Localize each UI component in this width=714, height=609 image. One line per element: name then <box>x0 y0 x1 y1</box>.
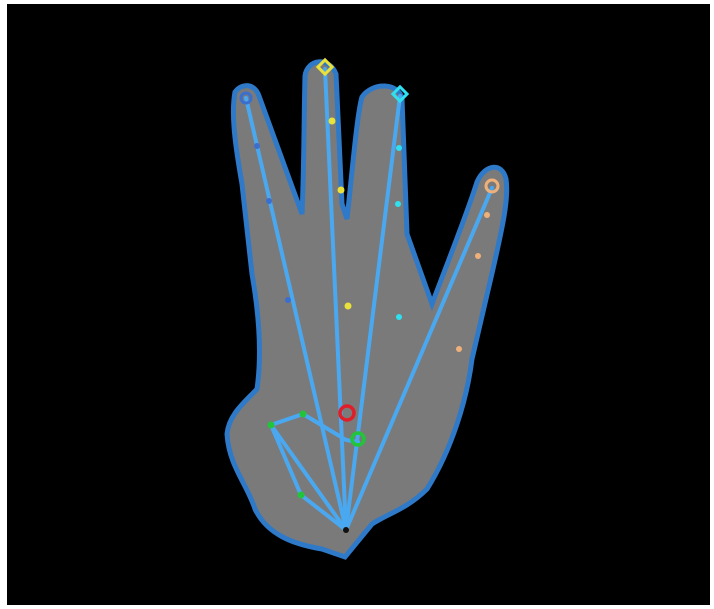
pinky-joint <box>484 212 490 218</box>
ring-joint <box>396 314 402 320</box>
wrist-joint <box>343 527 349 533</box>
hand-skeleton-visualization <box>7 4 710 605</box>
index-joint <box>285 297 291 303</box>
thumb-joint <box>300 411 307 418</box>
pinky-joint <box>475 253 481 259</box>
index-joint <box>266 198 272 204</box>
thumb-joint <box>298 492 305 499</box>
pinky-joint <box>456 346 462 352</box>
ring-joint <box>395 201 401 207</box>
middle-joint <box>329 118 336 125</box>
index-joint <box>254 143 260 149</box>
thumb-joint <box>268 422 275 429</box>
ring-joint <box>396 145 402 151</box>
image-canvas <box>7 4 710 605</box>
middle-joint <box>345 303 352 310</box>
middle-joint <box>338 187 345 194</box>
